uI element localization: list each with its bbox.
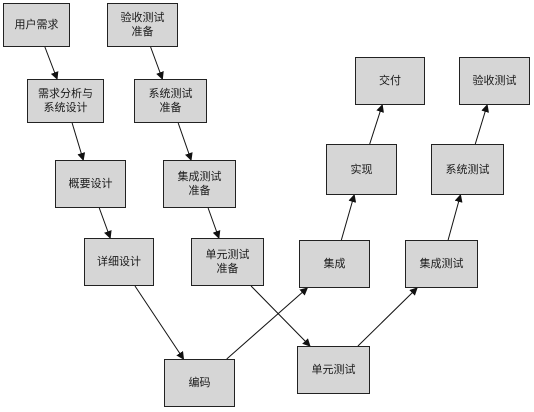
node-label: 系统测试 bbox=[148, 87, 193, 100]
node-label: 验收测试 bbox=[472, 74, 517, 87]
node-label: 系统设计 bbox=[43, 101, 88, 114]
node-user-needs: 用户需求 bbox=[3, 3, 70, 47]
node-label: 用户需求 bbox=[14, 18, 59, 31]
node-label: 编码 bbox=[188, 376, 211, 389]
node-label: 准备 bbox=[159, 101, 182, 114]
arrow-system-test-to-acceptance-test bbox=[474, 104, 489, 145]
node-label: 详细设计 bbox=[97, 255, 141, 268]
node-unit-test: 单元测试 bbox=[297, 346, 370, 394]
arrow-outline-design-to-detailed-design bbox=[98, 207, 112, 239]
node-outline-design: 概要设计 bbox=[55, 160, 126, 208]
arrow-coding-to-integration bbox=[226, 287, 309, 360]
node-system-test-prep: 系统测试 准备 bbox=[134, 79, 207, 123]
arrow-user-needs-to-req-analysis bbox=[44, 46, 59, 80]
node-label: 系统测试 bbox=[445, 162, 490, 176]
node-label: 集成测试 bbox=[177, 170, 222, 183]
node-integration-test-prep: 集成测试 准备 bbox=[163, 160, 236, 208]
arrow-integration-to-implementation bbox=[340, 194, 357, 241]
node-implementation: 实现 bbox=[326, 144, 397, 195]
arrow-integration-test-to-system-test bbox=[447, 194, 463, 241]
arrow-detailed-design-to-coding bbox=[134, 285, 185, 360]
arrow-implementation-to-delivery bbox=[369, 104, 384, 145]
node-integration: 集成 bbox=[299, 240, 370, 288]
arrow-unit-test-prep-to-unit-test bbox=[250, 285, 311, 347]
node-acceptance-test-prep: 验收测试 准备 bbox=[107, 3, 178, 47]
node-unit-test-prep: 单元测试 准备 bbox=[191, 238, 264, 286]
node-detailed-design: 详细设计 bbox=[84, 238, 154, 286]
arrow-acceptance-prep-to-system-test-prep bbox=[150, 46, 164, 80]
arrow-integration-test-prep-to-unit-test-prep bbox=[207, 207, 221, 239]
node-label: 准备 bbox=[216, 262, 239, 275]
arrow-system-test-prep-to-integration-test-prep bbox=[177, 122, 193, 161]
node-label: 实现 bbox=[350, 162, 373, 176]
node-label: 集成测试 bbox=[419, 257, 464, 270]
node-delivery: 交付 bbox=[355, 57, 425, 105]
arrow-req-analysis-to-outline-design bbox=[71, 122, 86, 161]
node-label: 准备 bbox=[131, 25, 154, 38]
node-label: 需求分析与 bbox=[38, 87, 93, 100]
node-label: 集成 bbox=[323, 257, 346, 270]
node-coding: 编码 bbox=[164, 359, 235, 407]
node-requirements-analysis: 需求分析与 系统设计 bbox=[27, 79, 104, 123]
node-label: 概要设计 bbox=[68, 177, 113, 190]
node-acceptance-test: 验收测试 bbox=[459, 57, 530, 105]
arrow-unit-test-to-integration-test bbox=[357, 287, 418, 347]
node-label: 交付 bbox=[379, 74, 401, 87]
node-label: 单元测试 bbox=[205, 248, 250, 261]
node-system-test: 系统测试 bbox=[431, 144, 504, 195]
node-label: 验收测试 bbox=[120, 11, 165, 24]
node-integration-test: 集成测试 bbox=[405, 240, 478, 288]
node-label: 准备 bbox=[188, 184, 211, 197]
node-label: 单元测试 bbox=[311, 363, 356, 376]
